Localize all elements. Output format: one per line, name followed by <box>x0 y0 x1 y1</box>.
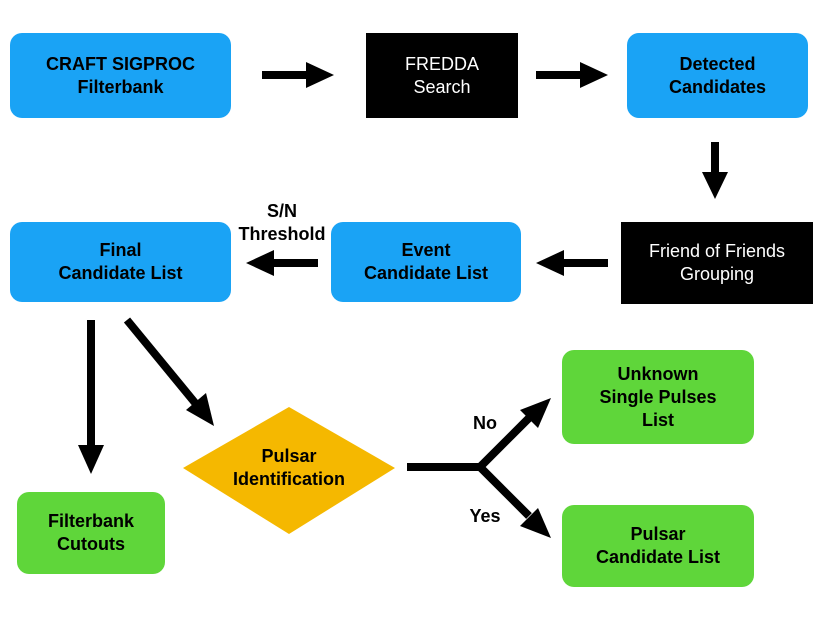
arrowhead-detected-to-fof <box>702 172 728 199</box>
branch-yes <box>477 464 532 519</box>
arrow-final-to-pulsar-id <box>123 317 200 407</box>
arrowhead-yes <box>520 508 551 538</box>
label-yes: Yes <box>469 506 501 526</box>
arrowhead-fof-to-event <box>536 250 564 276</box>
node-fredda-search: FREDDA Search <box>366 33 518 118</box>
label-sn-threshold: S/N Threshold <box>238 201 326 244</box>
arrowhead-fredda-to-detected <box>580 62 608 88</box>
node-detected-candidates: Detected Candidates <box>627 33 808 118</box>
arrowhead-event-to-final <box>246 250 274 276</box>
arrowhead-no <box>520 398 551 428</box>
branch-no <box>477 415 532 470</box>
arrowhead-final-to-pulsar-id <box>186 393 214 426</box>
arrowhead-final-to-cutouts <box>78 445 104 474</box>
node-filterbank-cutouts: Filterbank Cutouts <box>17 492 165 574</box>
node-pulsar-candidate-list: Pulsar Candidate List <box>562 505 754 587</box>
arrowhead-craft-to-fredda <box>306 62 334 88</box>
node-final-candidate-list: Final Candidate List <box>10 222 231 302</box>
node-pulsar-identification-label: Pulsar Identification <box>233 446 345 489</box>
node-event-candidate-list: Event Candidate List <box>331 222 521 302</box>
node-craft-sigproc: CRAFT SIGPROC Filterbank <box>10 33 231 118</box>
node-unknown-single-pulses: Unknown Single Pulses List <box>562 350 754 444</box>
node-friend-of-friends: Friend of Friends Grouping <box>621 222 813 304</box>
label-no: No <box>473 413 497 433</box>
pulsar-identification-diamond <box>183 407 395 534</box>
